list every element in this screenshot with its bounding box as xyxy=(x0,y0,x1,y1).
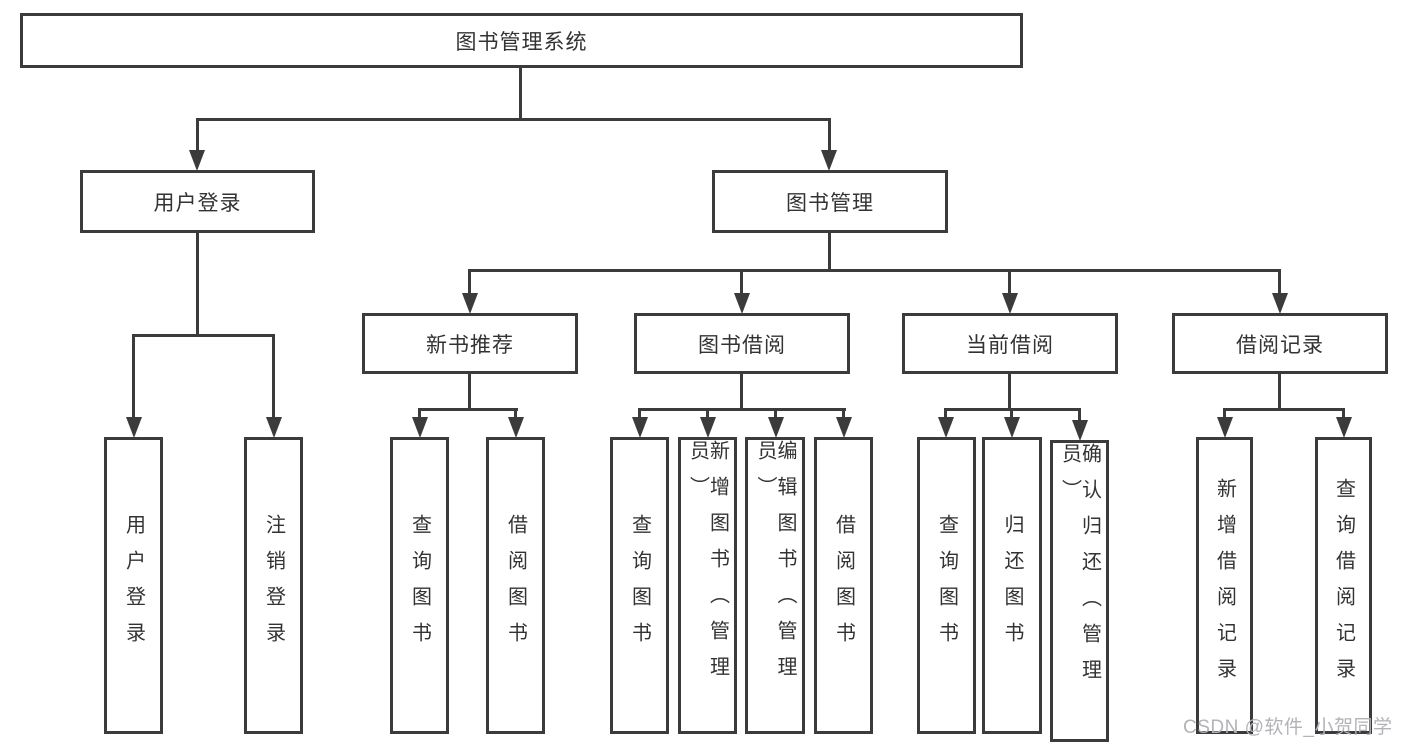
node-label: 新增借阅记录 xyxy=(1213,477,1236,694)
connector-line xyxy=(828,233,831,271)
arrow-down-icon xyxy=(126,417,142,438)
connector-line xyxy=(1278,374,1281,410)
arrow-down-icon xyxy=(1004,417,1020,438)
node-label: 新增图书（管理员） xyxy=(686,440,729,692)
node-label: 归还图书 xyxy=(1001,513,1023,658)
leaf-query-books-current: 查询图书 xyxy=(917,437,976,734)
node-user-login: 用户登录 xyxy=(80,170,315,233)
leaf-borrow-books-recommend: 借阅图书 xyxy=(486,437,545,734)
connector-line xyxy=(1078,410,1081,422)
arrow-down-icon xyxy=(836,417,852,438)
leaf-add-books-admin: 新增图书（管理员） xyxy=(678,437,737,734)
arrow-down-icon xyxy=(412,417,428,438)
node-label: 用户登录 xyxy=(122,513,145,658)
connector-line xyxy=(468,271,471,295)
arrow-down-icon xyxy=(734,293,750,314)
connector-line xyxy=(774,410,777,419)
arrow-down-icon xyxy=(1272,293,1288,314)
connector-line xyxy=(1008,271,1011,295)
leaf-query-borrow-record: 查询借阅记录 xyxy=(1315,437,1372,734)
arrow-down-icon xyxy=(700,417,716,438)
connector-line xyxy=(1223,408,1345,411)
node-label: 图书借阅 xyxy=(698,333,786,357)
node-label: 图书管理系统 xyxy=(455,30,588,54)
node-label: 确认归还（管理员） xyxy=(1058,443,1101,695)
connector-line xyxy=(468,269,1281,272)
node-label: 查询图书 xyxy=(935,513,958,658)
connector-line xyxy=(132,334,275,337)
node-label: 注销登录 xyxy=(262,513,285,658)
leaf-user-login: 用户登录 xyxy=(104,437,163,734)
connector-line xyxy=(519,68,522,121)
connector-line xyxy=(132,336,135,419)
connector-line xyxy=(944,410,947,419)
arrow-down-icon xyxy=(632,417,648,438)
leaf-query-books-recommend: 查询图书 xyxy=(390,437,449,734)
node-label: 当前借阅 xyxy=(966,333,1054,357)
arrow-down-icon xyxy=(508,417,524,438)
arrow-down-icon xyxy=(768,417,784,438)
leaf-add-borrow-record: 新增借阅记录 xyxy=(1196,437,1253,734)
node-book-borrowing: 图书借阅 xyxy=(634,313,850,374)
node-borrowing-records: 借阅记录 xyxy=(1172,313,1388,374)
node-label: 借阅图书 xyxy=(832,513,855,658)
connector-line xyxy=(418,410,421,419)
leaf-return-books: 归还图书 xyxy=(982,437,1042,734)
connector-line xyxy=(196,118,831,121)
arrow-down-icon xyxy=(189,150,205,171)
connector-line xyxy=(638,408,846,411)
node-label: 新书推荐 xyxy=(426,333,514,357)
leaf-query-books-borrowing: 查询图书 xyxy=(610,437,669,734)
watermark: CSDN @软件_小贺同学 xyxy=(1183,717,1393,738)
node-book-management: 图书管理 xyxy=(712,170,948,233)
connector-line xyxy=(468,374,471,410)
arrow-down-icon xyxy=(266,417,282,438)
connector-line xyxy=(196,120,199,152)
node-current-borrowing: 当前借阅 xyxy=(902,313,1118,374)
arrow-down-icon xyxy=(1002,293,1018,314)
arrow-down-icon xyxy=(1336,417,1352,438)
node-label: 借阅图书 xyxy=(504,513,527,658)
leaf-confirm-return-admin: 确认归还（管理员） xyxy=(1050,440,1109,742)
connector-line xyxy=(1010,410,1013,419)
node-library-management-system: 图书管理系统 xyxy=(20,13,1023,68)
leaf-logout: 注销登录 xyxy=(244,437,303,734)
connector-line xyxy=(842,410,845,419)
node-label: 用户登录 xyxy=(153,191,242,215)
connector-line xyxy=(272,336,275,419)
connector-line xyxy=(1223,410,1226,419)
arrow-down-icon xyxy=(1072,420,1088,441)
arrow-down-icon xyxy=(462,293,478,314)
node-label: 查询借阅记录 xyxy=(1332,477,1355,694)
connector-line xyxy=(828,120,831,152)
node-label: 编辑图书（管理员） xyxy=(754,440,796,692)
connector-line xyxy=(740,271,743,295)
leaf-edit-books-admin: 编辑图书（管理员） xyxy=(745,437,805,734)
connector-line xyxy=(706,410,709,419)
connector-line xyxy=(1278,271,1281,295)
connector-line xyxy=(418,408,518,411)
node-label: 查询图书 xyxy=(628,513,651,658)
connector-line xyxy=(1008,374,1011,410)
node-label: 图书管理 xyxy=(786,191,874,215)
connector-line xyxy=(196,233,199,336)
connector-line xyxy=(740,374,743,410)
arrow-down-icon xyxy=(938,417,954,438)
connector-line xyxy=(638,410,641,419)
node-label: 借阅记录 xyxy=(1236,333,1324,357)
connector-line xyxy=(514,410,517,419)
connector-line xyxy=(944,408,1081,411)
node-new-book-recommendation: 新书推荐 xyxy=(362,313,578,374)
arrow-down-icon xyxy=(821,150,837,171)
arrow-down-icon xyxy=(1217,417,1233,438)
connector-line xyxy=(1342,410,1345,419)
leaf-borrow-books-borrowing: 借阅图书 xyxy=(814,437,873,734)
node-label: 查询图书 xyxy=(408,513,431,658)
